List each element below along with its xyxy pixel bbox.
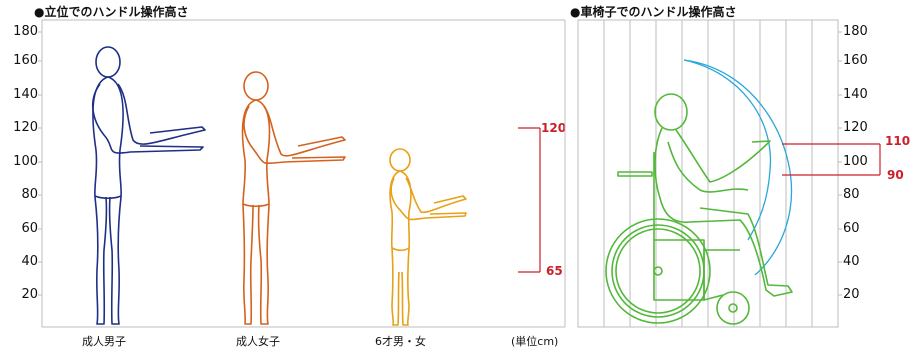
right-range-bracket <box>782 143 881 176</box>
right-tick-40: 40 <box>843 254 860 269</box>
right-range-high-label: 110 <box>885 134 911 148</box>
left-tick-140: 140 <box>13 87 38 102</box>
child-figure <box>389 148 467 326</box>
right-tick-120: 120 <box>843 120 868 135</box>
left-range-bracket <box>518 127 541 273</box>
right-tick-20: 20 <box>843 287 860 302</box>
label-adult-male: 成人男子 <box>82 335 126 348</box>
left-tick-160: 160 <box>13 53 38 68</box>
left-tick-60: 60 <box>21 221 38 236</box>
left-tick-180: 180 <box>13 24 38 39</box>
right-range-low-label: 90 <box>887 168 904 182</box>
left-tick-40: 40 <box>21 254 38 269</box>
right-tick-160: 160 <box>843 53 868 68</box>
reach-arcs <box>683 59 793 276</box>
adult-female-figure <box>241 71 346 325</box>
unit-label: (単位cm) <box>511 335 559 348</box>
label-child: 6才男・女 <box>375 335 426 348</box>
left-tick-120: 120 <box>13 120 38 135</box>
right-panel-grid <box>577 19 842 328</box>
label-adult-female: 成人女子 <box>236 335 280 348</box>
left-tick-80: 80 <box>21 187 38 202</box>
left-range-low-label: 65 <box>546 264 563 278</box>
left-panel-frame <box>38 19 566 328</box>
left-panel-title: ●立位でのハンドル操作高さ <box>34 5 189 19</box>
wheelchair-figure <box>605 93 793 325</box>
right-panel-title: ●車椅子でのハンドル操作高さ <box>570 5 737 19</box>
left-tick-20: 20 <box>21 287 38 302</box>
left-tick-100: 100 <box>13 154 38 169</box>
right-tick-140: 140 <box>843 87 868 102</box>
right-tick-60: 60 <box>843 221 860 236</box>
left-range-high-label: 120 <box>541 121 567 135</box>
right-tick-180: 180 <box>843 24 868 39</box>
right-tick-80: 80 <box>843 187 860 202</box>
right-tick-100: 100 <box>843 154 868 169</box>
adult-male-figure <box>92 46 206 325</box>
